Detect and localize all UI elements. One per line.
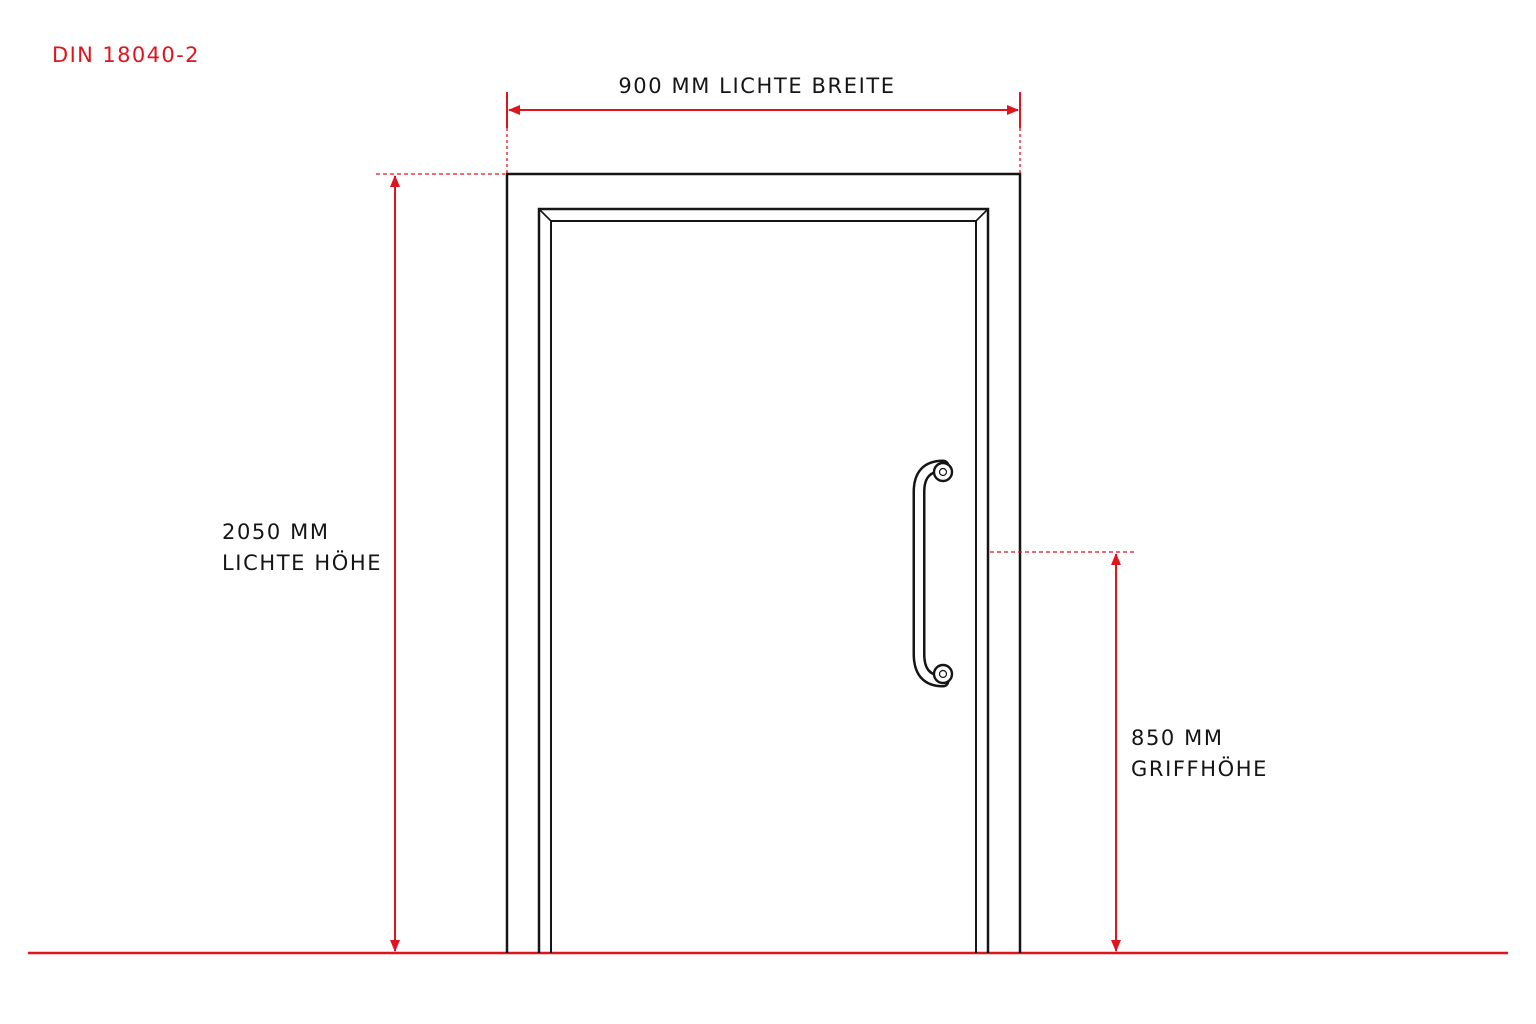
handle-height-caption: GRIFFHÖHE — [1131, 756, 1268, 781]
door-leaf — [537, 207, 990, 953]
width-dimension: 900 MM LICHTE BREITE — [506, 74, 1021, 174]
height-dimension-value: 2050 MM — [222, 520, 330, 544]
width-dimension-label: 900 MM LICHTE BREITE — [618, 74, 895, 98]
standard-label: DIN 18040-2 — [52, 43, 200, 67]
door-handle-icon — [912, 459, 954, 688]
handle-height-value: 850 MM — [1131, 726, 1224, 750]
door-leaf-bevel — [550, 220, 977, 953]
handle-height-dimension: 850 MM GRIFFHÖHE — [990, 551, 1268, 952]
height-dimension-caption: LICHTE HÖHE — [222, 550, 382, 575]
door-frame — [505, 172, 1022, 953]
height-dimension: 2050 MM LICHTE HÖHE — [222, 173, 505, 952]
